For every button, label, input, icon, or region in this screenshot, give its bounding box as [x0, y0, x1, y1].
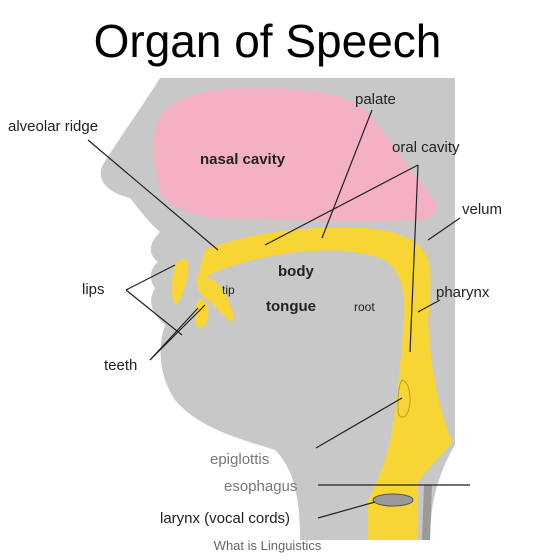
lips-label: lips: [82, 281, 105, 298]
teeth-label: teeth: [104, 357, 137, 374]
alveolar-ridge-label: alveolar ridge: [8, 118, 98, 135]
root-label: root: [354, 300, 375, 314]
nasal-cavity-region: [153, 88, 436, 222]
oral-cavity-label: oral cavity: [392, 139, 460, 156]
lower-teeth: [194, 299, 209, 328]
esophagus-label: esophagus: [224, 478, 297, 495]
diagram-title: Organ of Speech: [93, 15, 442, 67]
tip-label: tip: [222, 283, 235, 297]
leader-lines: [87, 109, 470, 519]
lip-yellow: [171, 259, 189, 305]
nasal-cavity-label: nasal cavity: [200, 151, 286, 168]
source-credit: What is Linguistics: [213, 538, 322, 553]
palate-label: palate: [355, 91, 396, 108]
pharynx-label: pharynx: [436, 284, 490, 301]
tongue-label: tongue: [266, 298, 316, 315]
tongue-tip-shape: [197, 277, 234, 322]
velum-label: velum: [462, 201, 502, 218]
epiglottis-shape: [397, 379, 411, 418]
vocal-tract-region: [195, 227, 452, 540]
larynx-label: larynx (vocal cords): [160, 510, 290, 527]
larynx-shape: [372, 493, 414, 507]
esophagus-shape: [422, 485, 432, 540]
body-label: body: [278, 263, 314, 280]
epiglottis-label: epiglottis: [210, 451, 269, 468]
